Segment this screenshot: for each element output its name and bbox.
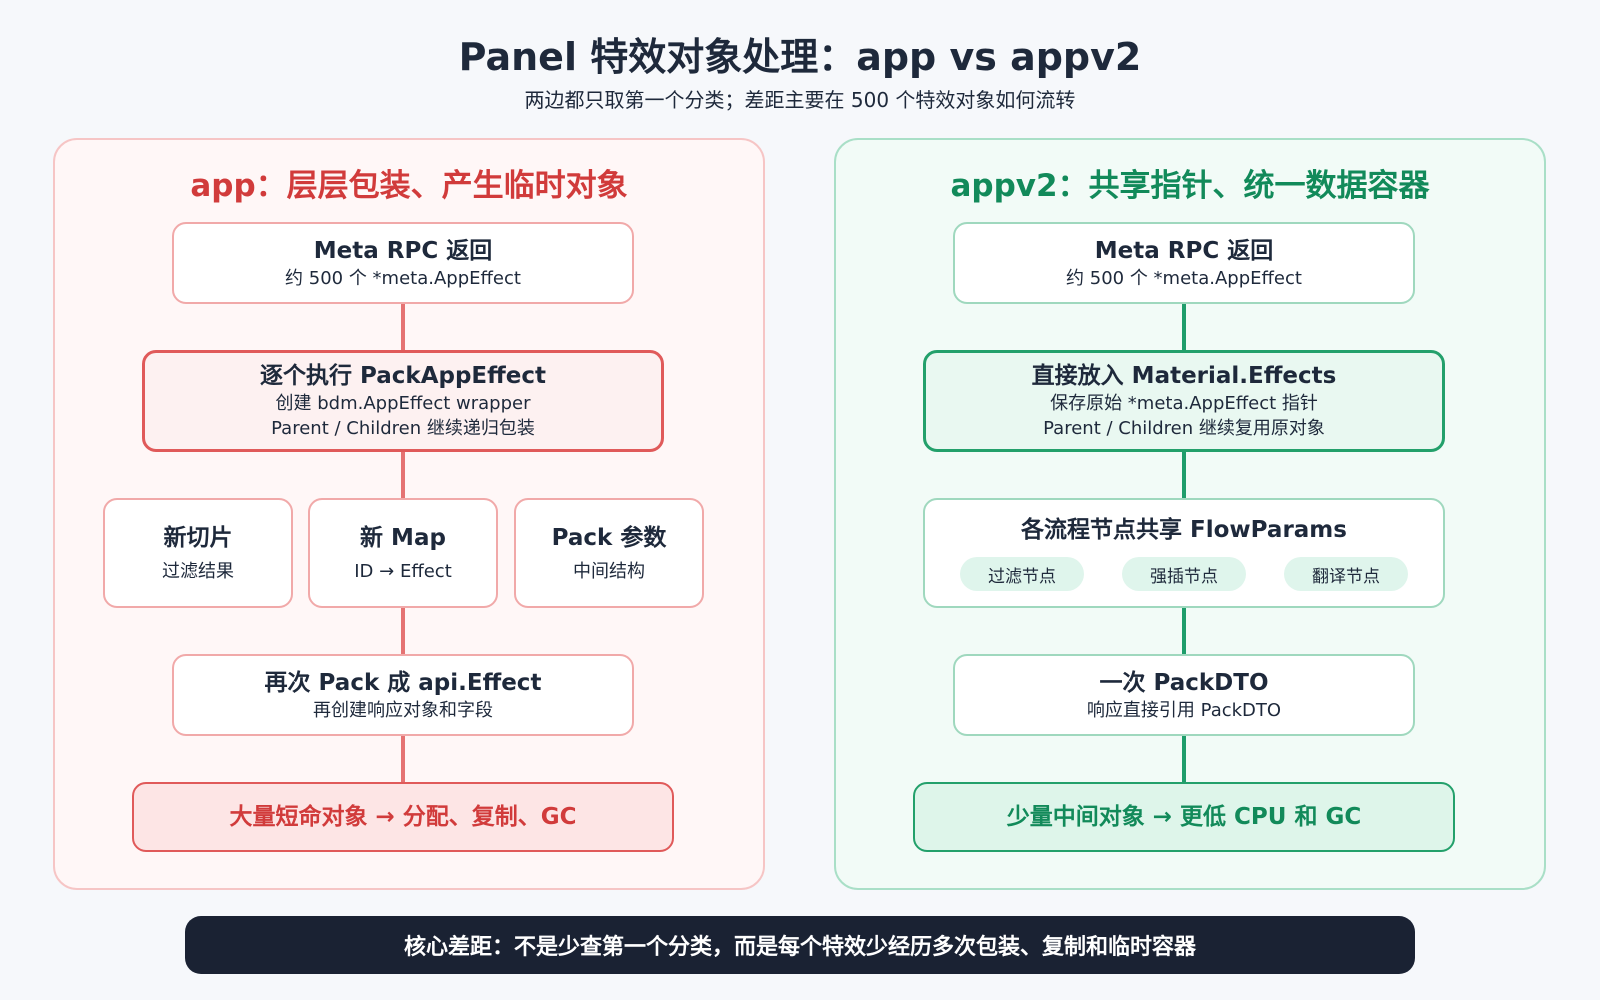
app-temp-slice-detail: 过滤结果 xyxy=(162,560,234,582)
app-temp-map-box: 新 Map ID → Effect xyxy=(308,498,498,608)
appv2-result-box: 少量中间对象 → 更低 CPU 和 GC xyxy=(913,782,1455,852)
appv2-material-effects-line1: 保存原始 *meta.AppEffect 指针 xyxy=(1050,393,1318,414)
app-pack-effect-line2: Parent / Children 继续递归包装 xyxy=(271,418,535,439)
flow-node-filter: 过滤节点 xyxy=(960,557,1084,591)
app-temp-params-heading: Pack 参数 xyxy=(551,524,667,551)
app-pack-effect-box: 逐个执行 PackAppEffect 创建 bdm.AppEffect wrap… xyxy=(142,350,664,452)
appv2-result-text: 少量中间对象 → 更低 CPU 和 GC xyxy=(1006,804,1362,830)
appv2-material-effects-box: 直接放入 Material.Effects 保存原始 *meta.AppEffe… xyxy=(923,350,1445,452)
page-subtitle: 两边都只取第一个分类；差距主要在 500 个特效对象如何流转 xyxy=(524,88,1076,112)
app-connector-1 xyxy=(401,304,405,350)
app-panel-title: app：层层包装、产生临时对象 xyxy=(190,168,628,204)
page-title: Panel 特效对象处理：app vs appv2 xyxy=(458,35,1142,79)
appv2-meta-rpc-detail: 约 500 个 *meta.AppEffect xyxy=(1066,267,1302,289)
app-connector-3 xyxy=(401,608,405,654)
app-connector-2 xyxy=(401,452,405,498)
app-temp-params-box: Pack 参数 中间结构 xyxy=(514,498,704,608)
app-result-text: 大量短命对象 → 分配、复制、GC xyxy=(229,804,577,830)
app-panel: app：层层包装、产生临时对象 Meta RPC 返回 约 500 个 *met… xyxy=(53,138,765,890)
appv2-panel: appv2：共享指针、统一数据容器 Meta RPC 返回 约 500 个 *m… xyxy=(834,138,1546,890)
app-meta-rpc-box: Meta RPC 返回 约 500 个 *meta.AppEffect xyxy=(172,222,634,304)
appv2-flowparams-heading: 各流程节点共享 FlowParams xyxy=(1021,517,1347,543)
flow-node-insert: 强插节点 xyxy=(1122,557,1246,591)
appv2-material-effects-heading: 直接放入 Material.Effects xyxy=(1031,363,1337,389)
appv2-material-effects-line2: Parent / Children 继续复用原对象 xyxy=(1043,418,1325,439)
app-connector-4 xyxy=(401,736,405,782)
app-temp-slice-box: 新切片 过滤结果 xyxy=(103,498,293,608)
app-pack-effect-line1: 创建 bdm.AppEffect wrapper xyxy=(275,393,531,414)
core-difference-banner: 核心差距：不是少查第一个分类，而是每个特效少经历多次包装、复制和临时容器 xyxy=(185,916,1415,974)
appv2-connector-1 xyxy=(1182,304,1186,350)
appv2-connector-3 xyxy=(1182,608,1186,654)
appv2-panel-title: appv2：共享指针、统一数据容器 xyxy=(950,168,1430,204)
appv2-packdto-box: 一次 PackDTO 响应直接引用 PackDTO xyxy=(953,654,1415,736)
flow-node-translate: 翻译节点 xyxy=(1284,557,1408,591)
app-temp-params-detail: 中间结构 xyxy=(573,560,645,582)
app-repack-heading: 再次 Pack 成 api.Effect xyxy=(264,669,542,696)
appv2-meta-rpc-box: Meta RPC 返回 约 500 个 *meta.AppEffect xyxy=(953,222,1415,304)
app-meta-rpc-heading: Meta RPC 返回 xyxy=(313,237,493,264)
appv2-connector-2 xyxy=(1182,452,1186,498)
app-pack-effect-heading: 逐个执行 PackAppEffect xyxy=(260,363,546,389)
app-repack-box: 再次 Pack 成 api.Effect 再创建响应对象和字段 xyxy=(172,654,634,736)
app-meta-rpc-detail: 约 500 个 *meta.AppEffect xyxy=(285,267,521,289)
app-temp-map-heading: 新 Map xyxy=(360,524,446,551)
app-repack-detail: 再创建响应对象和字段 xyxy=(313,699,493,721)
app-result-box: 大量短命对象 → 分配、复制、GC xyxy=(132,782,674,852)
appv2-packdto-detail: 响应直接引用 PackDTO xyxy=(1086,699,1282,721)
appv2-connector-4 xyxy=(1182,736,1186,782)
app-temp-slice-heading: 新切片 xyxy=(163,524,233,551)
appv2-packdto-heading: 一次 PackDTO xyxy=(1099,669,1269,696)
appv2-flowparams-box: 各流程节点共享 FlowParams 过滤节点 强插节点 翻译节点 xyxy=(923,498,1445,608)
appv2-meta-rpc-heading: Meta RPC 返回 xyxy=(1094,237,1274,264)
app-temp-map-detail: ID → Effect xyxy=(354,560,452,582)
appv2-flow-nodes: 过滤节点 强插节点 翻译节点 xyxy=(960,557,1408,591)
